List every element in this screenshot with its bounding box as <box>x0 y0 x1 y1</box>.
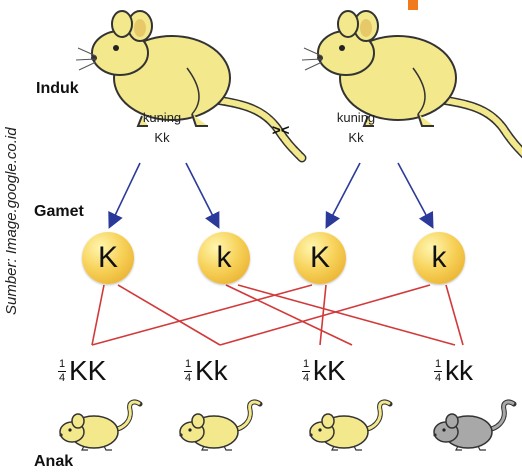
offspring-4-genotype: kk <box>445 355 473 386</box>
line-k2-kK <box>225 284 353 346</box>
fraction-num: 1 <box>184 357 192 370</box>
line-K1-Kk <box>117 284 221 346</box>
offspring-mouse-kK <box>309 402 390 450</box>
parent2-genotype: Kk <box>348 130 364 145</box>
cross-symbol: >< <box>272 122 290 139</box>
arrow-parent1-gamete2 <box>185 162 220 229</box>
gamete-2: k <box>198 232 250 284</box>
line-k4-Kk <box>219 284 431 346</box>
fraction-den: 4 <box>58 371 66 384</box>
parent2-phenotype: kuning <box>336 110 376 125</box>
orange-accent-mark <box>408 0 418 10</box>
gamete-3: K <box>294 232 346 284</box>
arrow-parent2-gamete3 <box>325 162 361 229</box>
fraction-num: 1 <box>58 357 66 370</box>
label-induk: Induk <box>36 80 79 97</box>
offspring-mouse-Kk <box>179 402 260 450</box>
offspring-mouse-kk <box>433 402 514 450</box>
label-gamet: Gamet <box>34 203 84 220</box>
label-anak: Anak <box>34 453 74 470</box>
fraction-num: 1 <box>434 357 442 370</box>
parent1-genotype: Kk <box>154 130 170 145</box>
fraction-den: 4 <box>302 371 310 384</box>
fraction-den: 4 <box>434 371 442 384</box>
offspring-1-genotype: KK <box>69 355 107 386</box>
source-credit: Sumber: Image.google.co.id <box>3 127 20 315</box>
offspring-mouse-KK <box>59 402 140 450</box>
arrow-parent2-gamete4 <box>397 162 434 229</box>
line-k2-kk <box>237 284 456 346</box>
gamete-1: K <box>82 232 134 284</box>
line-K3-KK <box>91 284 313 346</box>
cross-lines <box>91 284 464 346</box>
parent1-phenotype: kuning <box>142 110 182 125</box>
gamete-4: k <box>413 232 465 284</box>
fraction-num: 1 <box>302 357 310 370</box>
line-K1-KK <box>91 284 105 346</box>
arrow-parent1-gamete1 <box>108 162 141 229</box>
line-k4-kk <box>445 284 464 346</box>
fraction-den: 4 <box>184 371 192 384</box>
offspring-3-genotype: kK <box>313 355 346 386</box>
offspring-2-genotype: Kk <box>195 355 228 386</box>
